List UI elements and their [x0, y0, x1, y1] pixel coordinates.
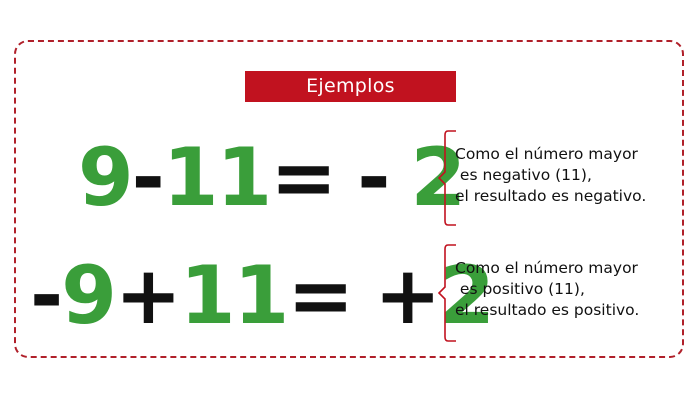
brace-2-icon — [437, 244, 456, 342]
explanation-2: Como el número mayor es positivo (11), e… — [455, 258, 639, 321]
eq2-number-11: 11 — [179, 249, 289, 342]
explanation-2-line-2: es positivo (11), — [455, 280, 585, 298]
equation-2: -9+11=+2 — [30, 249, 495, 342]
eq1-number-11: 11 — [162, 131, 272, 224]
explanation-1-line-2: es negativo (11), — [455, 166, 592, 184]
eq1-number-9: 9 — [78, 131, 134, 224]
eq2-equals-sign: = — [287, 249, 354, 342]
eq1-minus-sign: - — [131, 131, 165, 224]
eq2-result-plus-sign: + — [374, 249, 441, 342]
eq2-plus-sign: + — [114, 249, 182, 342]
eq1-equals-sign: = — [270, 131, 337, 224]
eq2-minus-sign: - — [30, 249, 63, 342]
dashed-frame — [14, 40, 684, 358]
explanation-1: Como el número mayor es negativo (11), e… — [455, 144, 646, 207]
explanation-1-line-3: el resultado es negativo. — [455, 187, 647, 205]
eq2-result-2: 2 — [439, 249, 495, 342]
eq1-result-minus-sign: - — [357, 131, 390, 224]
equation-1: 9-11=-2 — [78, 131, 466, 224]
brace-1-icon — [437, 130, 456, 226]
explanation-2-line-3: el resultado es positivo. — [455, 301, 640, 319]
examples-title: Ejemplos — [245, 71, 456, 102]
explanation-2-line-1: Como el número mayor — [455, 259, 638, 277]
explanation-1-line-1: Como el número mayor — [455, 145, 638, 163]
eq1-result-2: 2 — [410, 131, 466, 224]
eq2-number-9: 9 — [61, 249, 117, 342]
